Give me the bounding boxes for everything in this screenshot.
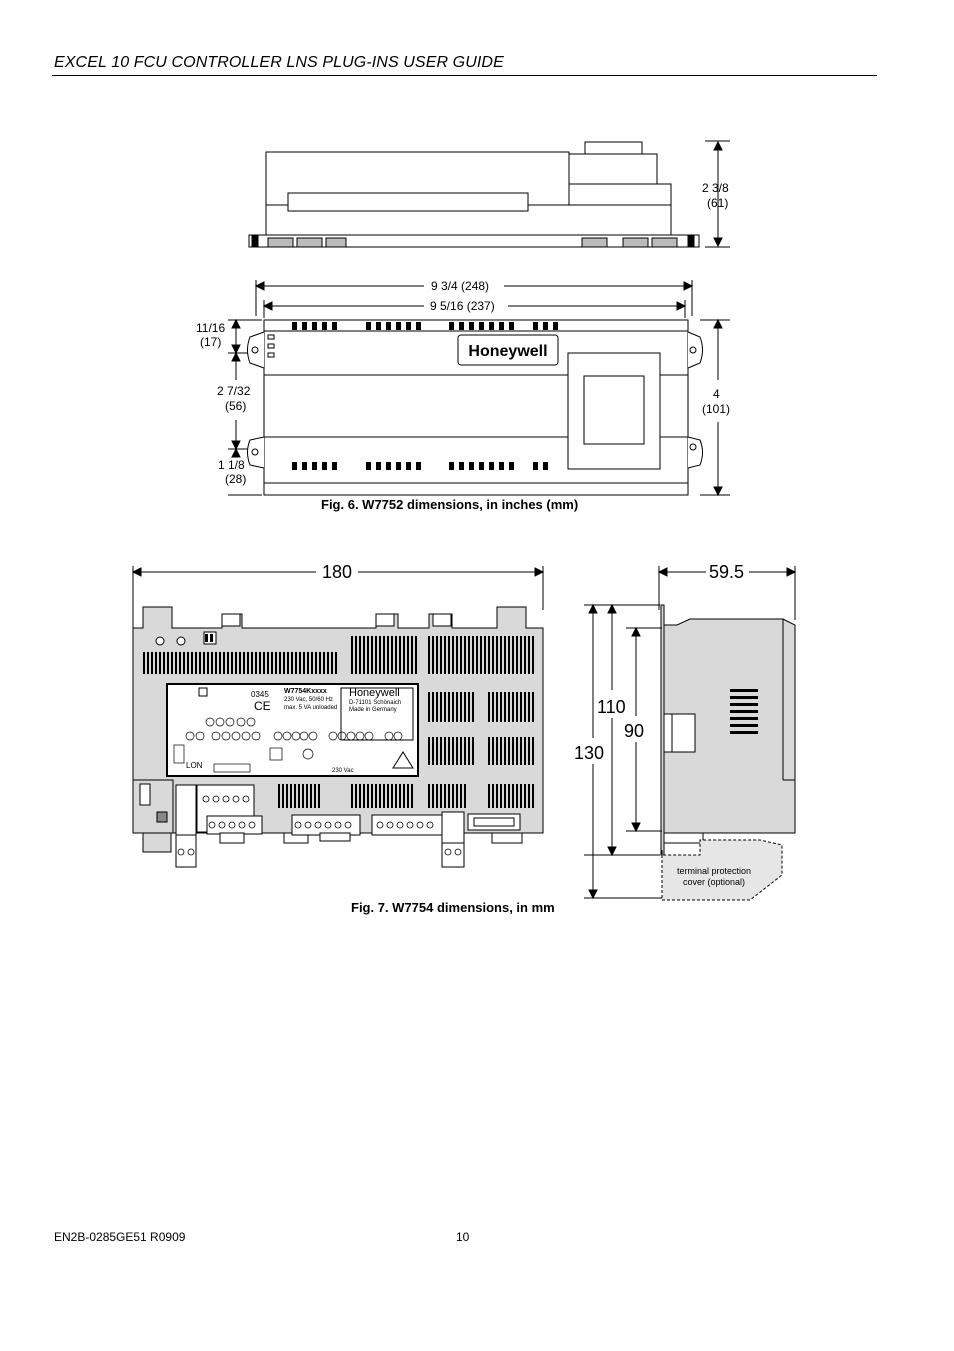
fig6-mid-height: 2 7/32 [217, 384, 251, 398]
fig6-bottom-offset-mm: (28) [225, 472, 246, 486]
document-header-title: EXCEL 10 FCU CONTROLLER LNS PLUG-INS USE… [54, 54, 504, 71]
fig7-label-lon: LON [186, 761, 203, 770]
fig7-vent-slots [143, 634, 758, 808]
fig6-width-outer: 9 3/4 (248) [431, 279, 489, 293]
fig6-brand-logo: Honeywell [468, 343, 547, 360]
fig6-top-offset: 11/16 [196, 321, 225, 335]
fig7-terminal-note-2: cover (optional) [683, 877, 745, 887]
footer-page-number: 10 [456, 1230, 470, 1244]
fig6-total-height: 4 [713, 387, 720, 401]
fig6-caption: Fig. 6. W7752 dimensions, in inches (mm) [321, 497, 579, 512]
fig6-total-height-mm: (101) [702, 402, 730, 416]
footer-doc-id: EN2B-0285GE51 R0909 [54, 1230, 186, 1244]
fig6-width-inner: 9 5/16 (237) [430, 299, 495, 313]
fig7-label-power: max. 5 VA unloaded [284, 705, 337, 711]
fig7-label-supply: 230 Vac, 50/60 Hz [284, 697, 333, 703]
fig7-width-label: 180 [322, 562, 352, 582]
fig6-drawing: 2 3/8 (61) 9 3/4 (248) 9 5/16 (237) 11/1… [196, 140, 730, 497]
fig7-label-date-code: 0345 [251, 690, 269, 699]
fig7-label-address: D-71101 Schönaich [349, 700, 401, 706]
fig7-h90-label: 90 [624, 721, 644, 741]
header-rule [52, 75, 877, 76]
fig7-label-vac: 230 Vac [332, 768, 354, 774]
fig7-label-made: Made in Germany [349, 707, 397, 713]
fig7-terminal-note-1: terminal protection [677, 866, 751, 876]
fig7-drawing: W7754Kxxxx 230 Vac, 50/60 Hz max. 5 VA u… [131, 562, 797, 901]
fig7-label-brand: Honeywell [349, 687, 400, 699]
fig7-h130-label: 130 [574, 743, 604, 763]
fig7-depth-label: 59.5 [709, 562, 744, 582]
fig7-label-model: W7754Kxxxx [284, 688, 327, 695]
fig6-height-mm: (61) [707, 196, 728, 210]
fig7-label-ce: CE [254, 699, 271, 713]
fig7-h110-label: 110 [597, 697, 626, 717]
fig6-top-offset-mm: (17) [200, 335, 221, 349]
fig6-height-label: 2 3/8 [702, 181, 729, 195]
fig6-side-view [248, 141, 700, 248]
fig7-side-view [660, 604, 796, 901]
fig6-mid-height-mm: (56) [225, 399, 246, 413]
fig6-terminal-rows [292, 322, 558, 470]
fig6-bottom-offset: 1 1/8 [218, 458, 245, 472]
fig7-caption: Fig. 7. W7754 dimensions, in mm [351, 900, 555, 915]
